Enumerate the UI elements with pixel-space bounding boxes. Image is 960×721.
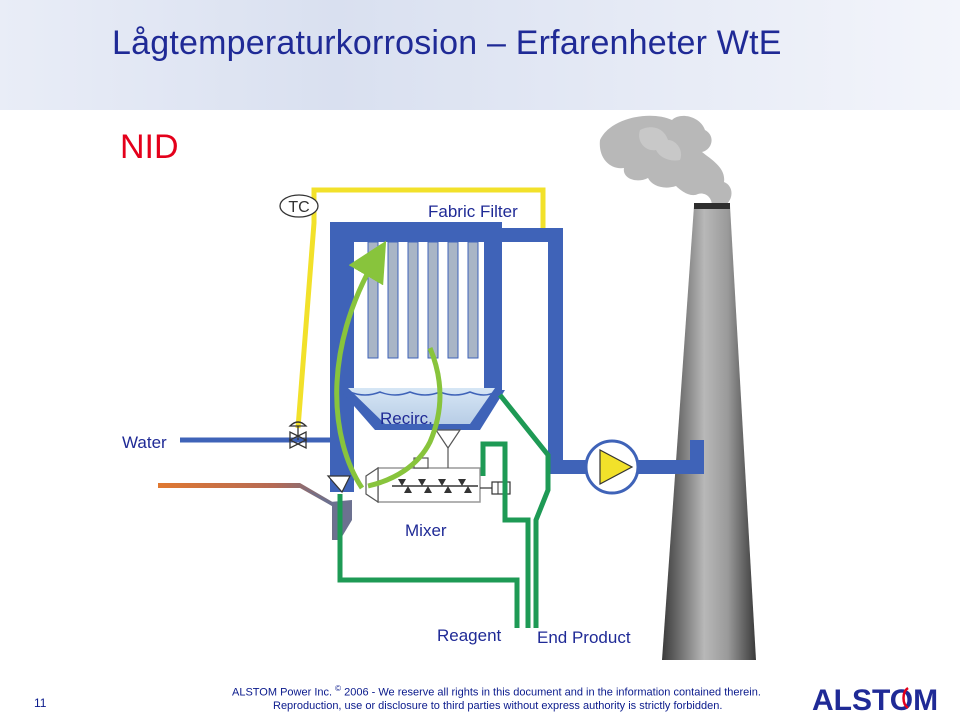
recirc-label: Recirc.: [380, 409, 433, 428]
slide-title: Lågtemperaturkorrosion – Erfarenheter Wt…: [112, 24, 782, 62]
tc-label: TC: [288, 199, 309, 216]
end-product-label: End Product: [537, 628, 631, 647]
chimney-stack: [662, 203, 756, 660]
filter-bags: [367, 241, 479, 359]
recirc-arrow-return: [367, 347, 443, 489]
page-number: 11: [34, 696, 47, 710]
footer-copyright-suffix: 2006 - We reserve all rights in this doc…: [341, 686, 761, 699]
logo-text: ALSTOM: [812, 684, 938, 716]
slide-subtitle: NID: [120, 128, 179, 166]
control-line: [295, 187, 546, 429]
recirc-arrow: [334, 240, 387, 490]
footer-reproduction: Reproduction, use or disclosure to third…: [273, 700, 723, 712]
fan-icon: [584, 439, 640, 495]
title-band: [0, 0, 960, 110]
mixer-label: Mixer: [405, 521, 447, 540]
reactor-base: [300, 486, 352, 540]
water-label: Water: [122, 433, 167, 452]
copyright-symbol: ©: [335, 684, 342, 693]
fabric-filter-casing: [330, 222, 505, 492]
fabric-filter-label: Fabric Filter: [428, 202, 518, 221]
mixer-unit: [365, 429, 511, 504]
alstom-logo: ALSTOM: [812, 682, 948, 721]
reagent-label: Reagent: [437, 626, 502, 645]
outlet-duct: [498, 228, 704, 474]
water-valve-icon: [288, 421, 308, 450]
footer-copyright-prefix: ALSTOM Power Inc.: [232, 686, 333, 699]
nid-process-diagram: TC Fabric Filter Water Recirc. Mixer Rea…: [122, 115, 756, 660]
smoke-plume: [599, 115, 732, 206]
mixer-chute: [326, 475, 351, 494]
tc-indicator: TC: [279, 194, 319, 218]
footer-copyright: ALSTOM Power Inc. © 2006 - We reserve al…: [232, 684, 761, 699]
reagent-lines: [337, 393, 551, 628]
